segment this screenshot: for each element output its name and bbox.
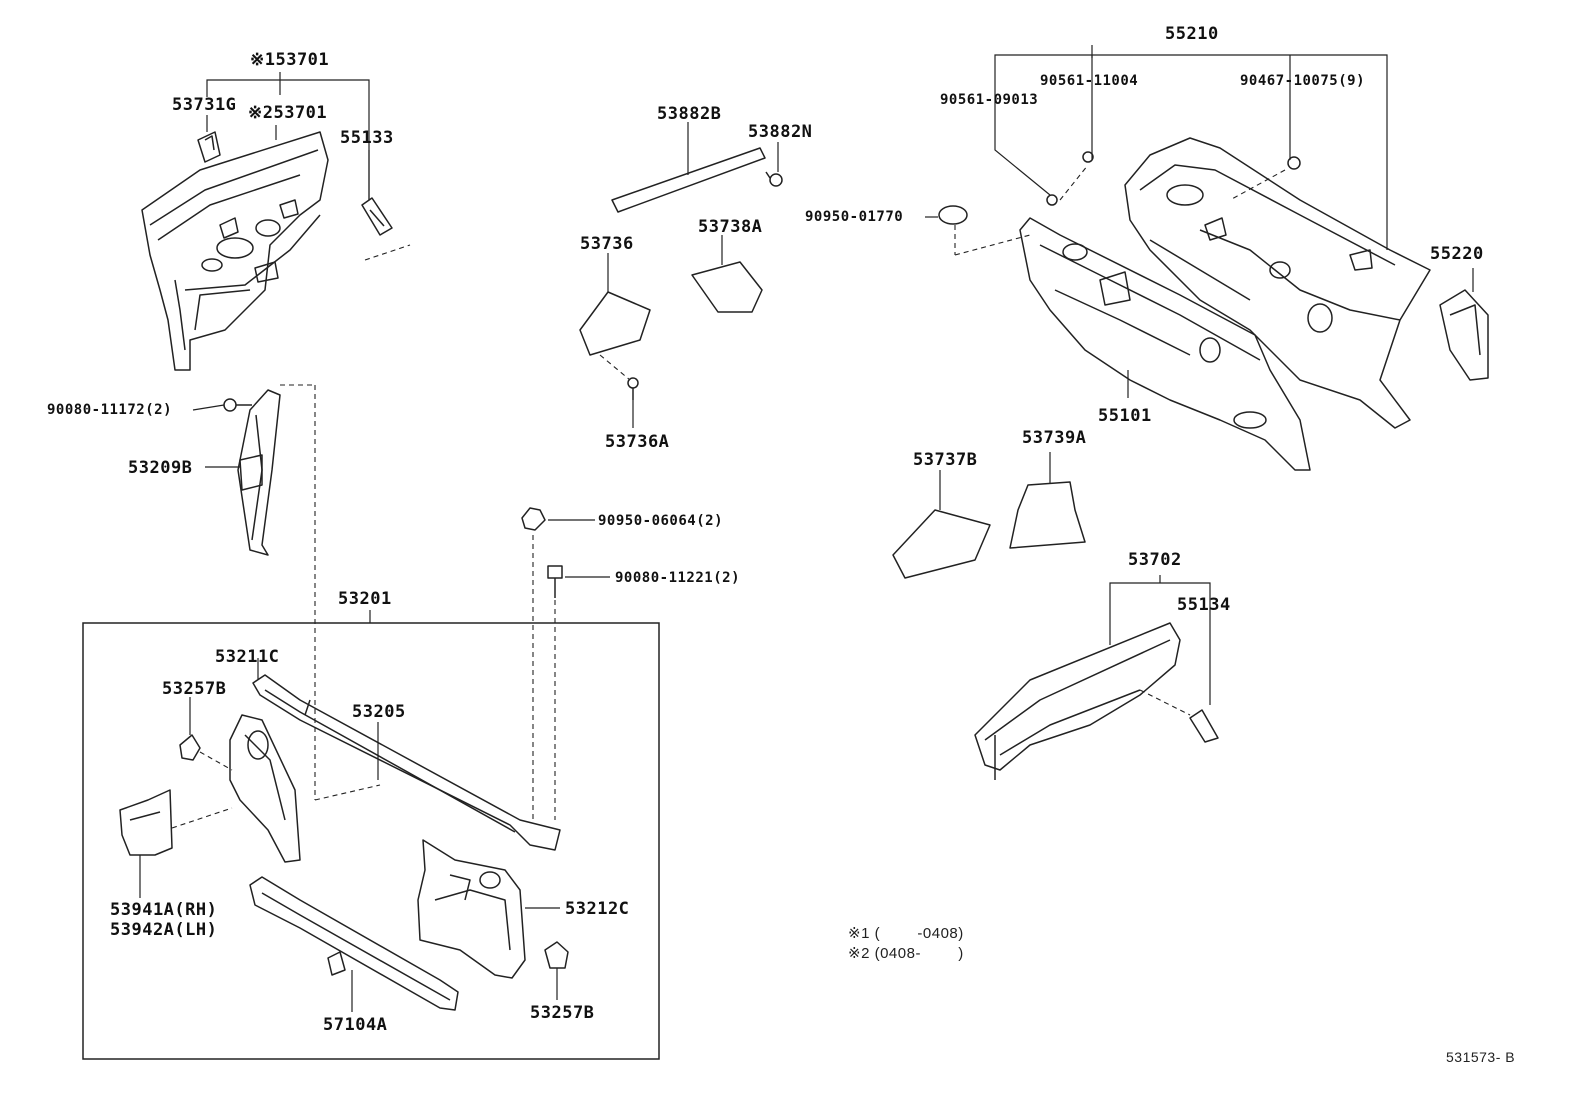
label-55101: 55101: [1098, 406, 1152, 426]
dash-panel-55101: [1019, 217, 1311, 471]
label-90080-11172: 90080-11172(2): [47, 402, 173, 418]
support-53212C: [417, 839, 526, 979]
label-53941A: 53941A(RH): [110, 900, 218, 920]
label-53212C: 53212C: [565, 899, 630, 919]
note-1: ※1 ( -0408): [848, 925, 964, 942]
label-90561-09013: 90561-09013: [940, 92, 1039, 108]
clip-90561-11004: [1082, 151, 1094, 163]
cowl-panel-53702: [974, 622, 1181, 780]
label-53882N: 53882N: [748, 122, 813, 142]
label-90467-10075: 90467-10075(9): [1240, 73, 1366, 89]
support-57104A: [249, 876, 459, 1011]
bracket-55133: [361, 197, 393, 236]
label-53205: 53205: [352, 702, 406, 722]
label-90950-06064: 90950-06064(2): [598, 513, 724, 529]
label-53257B-upper: 53257B: [162, 679, 227, 699]
label-53211C: 53211C: [215, 647, 280, 667]
pad-53736: [579, 291, 651, 356]
label-90950-01770: 90950-01770: [805, 209, 904, 225]
bracket-53209B: [237, 389, 281, 556]
note-2: ※2 (0408- ): [848, 945, 964, 962]
label-53739A: 53739A: [1022, 428, 1087, 448]
label-90080-11221: 90080-11221(2): [615, 570, 741, 586]
label-53942A: 53942A(LH): [110, 920, 218, 940]
part-55220: [1439, 289, 1489, 381]
label-53201: 53201: [338, 589, 392, 609]
label-53209B: 53209B: [128, 458, 193, 478]
support-53205: [252, 674, 561, 851]
bracket-53731G: [197, 131, 221, 163]
label-90561-11004: 90561-11004: [1040, 73, 1139, 89]
pad-53737B: [892, 509, 991, 579]
label-55220: 55220: [1430, 244, 1484, 264]
label-53737B: 53737B: [913, 450, 978, 470]
clip-90467-10075: [1287, 156, 1301, 170]
clip-53257B-lower: [544, 941, 569, 969]
bracket-53941A: [119, 789, 173, 856]
label-53738A: 53738A: [698, 217, 763, 237]
plug-90950-01770: [938, 205, 968, 225]
clip-90561-09013: [1046, 194, 1058, 206]
clip-53257B-upper: [179, 734, 201, 761]
bracket-55134: [1189, 709, 1219, 743]
label-53257B-lower: 53257B: [530, 1003, 595, 1023]
label-53736: 53736: [580, 234, 634, 254]
support-53211C: [229, 714, 301, 863]
label-53731G: 53731G: [172, 95, 237, 115]
pad-53739A: [1009, 481, 1086, 549]
cowl-panel-53701: [141, 131, 329, 371]
seal-53882B: [611, 147, 766, 213]
pad-53738A: [691, 261, 763, 313]
label-57104A: 57104A: [323, 1015, 388, 1035]
label-55133: 55133: [340, 128, 394, 148]
bolt-90080-11221: [547, 565, 563, 598]
reference-number: 531573- B: [1446, 1049, 1516, 1065]
label-55134: 55134: [1177, 595, 1231, 615]
label-55210: 55210: [1165, 24, 1219, 44]
label-53701-2: ※253701: [248, 103, 328, 123]
label-53702: 53702: [1128, 550, 1182, 570]
clip-53882N: [765, 171, 783, 187]
label-53701-1: ※153701: [250, 50, 330, 70]
clip-90950-06064: [521, 507, 546, 531]
bolt-90080-11172: [223, 398, 252, 412]
label-53882B: 53882B: [657, 104, 722, 124]
label-53736A: 53736A: [605, 432, 670, 452]
clip-53736A: [627, 377, 639, 400]
dash-panel-55210: [1124, 137, 1431, 429]
group-box-53201: [82, 622, 660, 1060]
